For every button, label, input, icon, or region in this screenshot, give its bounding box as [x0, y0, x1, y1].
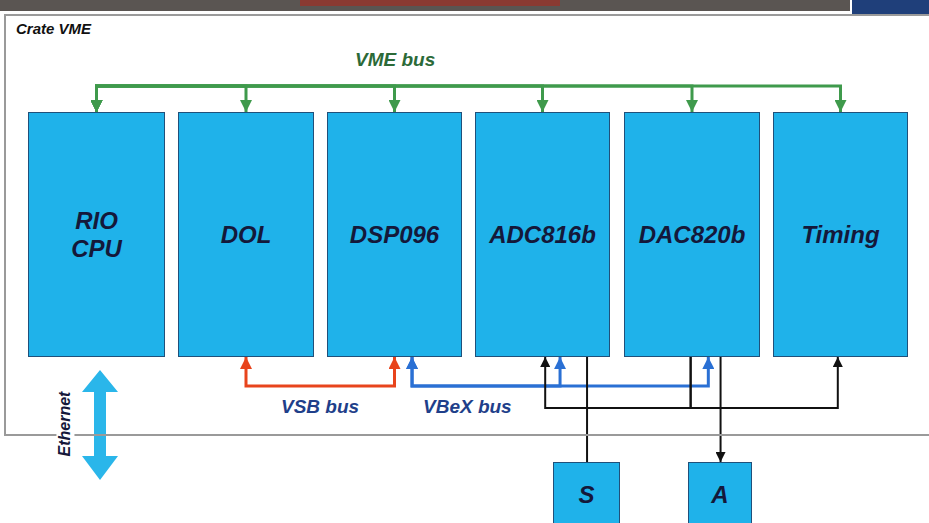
module-box: Timing: [773, 112, 908, 357]
bus-label: VME bus: [352, 49, 438, 71]
crate-label: Crate VME: [16, 20, 91, 37]
ethernet-arrow: [82, 370, 118, 480]
interface-label: Ethernet: [56, 390, 74, 459]
photo-strip: [0, 0, 850, 11]
bus-connector: [97, 86, 395, 112]
bus-connector: [720, 357, 722, 462]
bus-connector: [412, 357, 560, 386]
bus-connector: [545, 357, 690, 408]
bus-connector: [586, 357, 588, 462]
bus-connector: [97, 86, 693, 112]
bus-connector: [246, 357, 395, 386]
header-patch: [852, 0, 929, 14]
bus-connector: [412, 357, 708, 386]
module-label: DOL: [221, 221, 272, 249]
module-label: ADC816b: [489, 221, 596, 249]
module-label: DSP096: [350, 221, 439, 249]
bus-connector: [97, 86, 247, 112]
bus-connector: [691, 357, 838, 408]
module-label: Timing: [801, 221, 879, 249]
module-label: S: [578, 481, 594, 509]
actuator-box: A: [688, 462, 752, 523]
bus-label: VSB bus: [278, 396, 362, 418]
sensor-box: S: [553, 462, 620, 523]
bus-connector: [97, 86, 543, 112]
module-box: DAC820b: [624, 112, 760, 357]
crate-frame: Crate VME RIO CPU DOL DSP096 ADC816b DAC820b T…: [4, 14, 929, 436]
module-box: DOL: [178, 112, 314, 357]
module-box: ADC816b: [475, 112, 610, 357]
module-box: DSP096: [327, 112, 462, 357]
module-box: RIO CPU: [28, 112, 165, 357]
module-label: A: [711, 481, 728, 509]
module-label: RIO CPU: [62, 207, 132, 262]
bus-connector: [97, 86, 841, 112]
module-label: DAC820b: [639, 221, 746, 249]
photo-strip: [300, 0, 560, 6]
bus-label: VBeX bus: [420, 396, 515, 418]
